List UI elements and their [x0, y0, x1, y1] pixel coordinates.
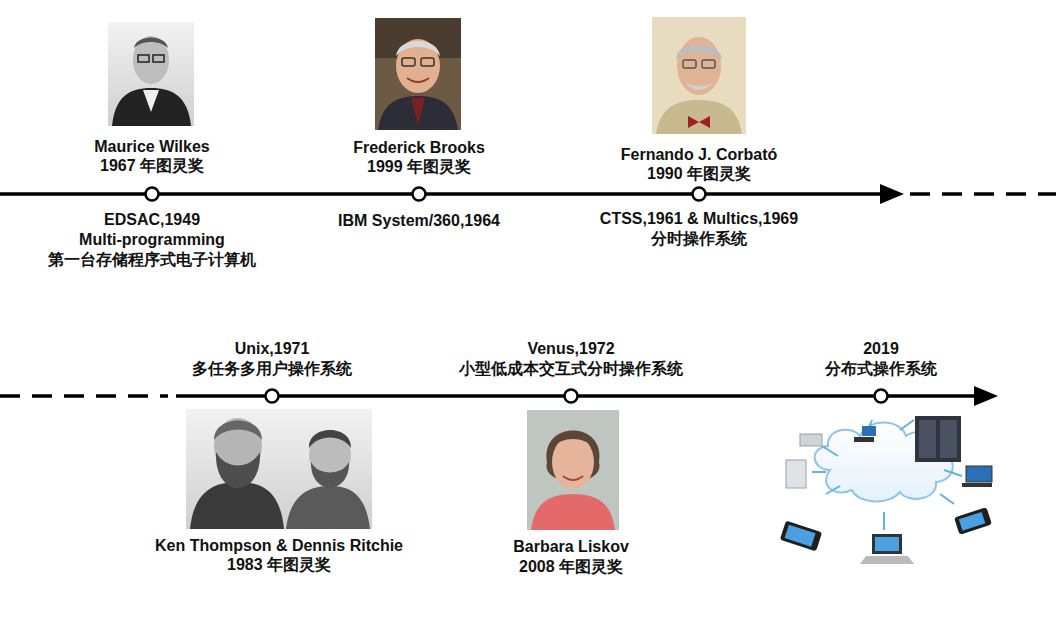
timeline-label: Fernando J. Corbató: [621, 145, 777, 164]
timeline-axis: [0, 184, 1056, 204]
timeline-label: IBM System/360,1964: [338, 211, 500, 230]
timeline-label: CTSS,1961 & Multics,1969: [600, 209, 798, 228]
timeline-label: Venus,1972: [527, 339, 614, 358]
network-illustration: [780, 416, 992, 564]
portrait-photo: [108, 22, 194, 126]
timeline-label: EDSAC,1949: [104, 210, 200, 229]
timeline-label: 1967 年图灵奖: [100, 156, 204, 175]
timeline-label: 2019: [863, 339, 899, 358]
timeline-label: Ken Thompson & Dennis Ritchie: [155, 536, 403, 555]
portrait-photo: [375, 18, 461, 130]
timeline-axis: [0, 386, 998, 406]
timeline-label: Frederick Brooks: [353, 138, 485, 157]
timeline-label: 分时操作系统: [651, 229, 747, 248]
timeline-label: Unix,1971: [235, 339, 310, 358]
portrait-photo: [652, 17, 746, 134]
timeline-label: Maurice Wilkes: [94, 137, 209, 156]
timeline-label: 分布式操作系统: [825, 359, 937, 378]
timeline-label: 第一台存储程序式电子计算机: [48, 250, 256, 269]
timeline-label: Multi-programming: [79, 230, 225, 249]
timeline-label: 1983 年图灵奖: [227, 555, 331, 574]
timeline-label: Barbara Liskov: [513, 537, 629, 556]
timeline-label: 1999 年图灵奖: [367, 157, 471, 176]
timeline-label: 多任务多用户操作系统: [192, 359, 352, 378]
timeline-label: 1990 年图灵奖: [647, 164, 751, 183]
timeline-label: 2008 年图灵奖: [519, 557, 623, 576]
portrait-photo: [527, 410, 619, 530]
portrait-photo: [186, 409, 372, 529]
timeline-label: 小型低成本交互式分时操作系统: [459, 359, 683, 378]
